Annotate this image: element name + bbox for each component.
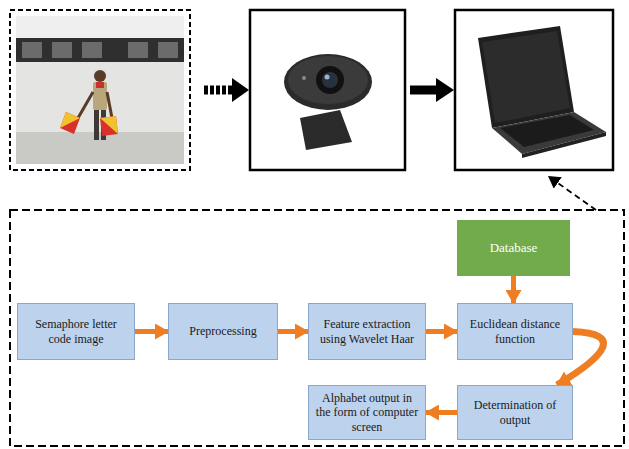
flow-connector xyxy=(278,329,308,334)
process-box: Feature extraction using Wavelet Haar xyxy=(308,303,426,360)
flow-arrow-head xyxy=(436,78,454,102)
laptop-illustration xyxy=(478,26,606,158)
process-region xyxy=(10,210,624,446)
webcam-illustration xyxy=(284,54,372,150)
box-label: Feature extraction using Wavelet Haar xyxy=(314,317,420,346)
text-group: Preprocessing xyxy=(189,324,256,338)
process-box: Alphabet output in the form of computer … xyxy=(308,385,426,440)
camera-frame xyxy=(250,10,405,170)
flow-connector xyxy=(426,410,457,415)
process-box: Preprocessing xyxy=(168,303,278,360)
flow-arrow xyxy=(410,86,436,95)
photo-illustration xyxy=(16,16,184,164)
photo-frame xyxy=(10,10,190,170)
region-pointer xyxy=(548,176,596,210)
database-box: Database xyxy=(457,220,570,276)
process-box: Semaphore letter code image xyxy=(17,303,135,360)
box-label: Euclidean distance function xyxy=(463,317,567,346)
flow-connector xyxy=(426,329,457,334)
box-label: Determination of output xyxy=(463,398,567,427)
text-group: Feature extraction using Wavelet Haar xyxy=(314,317,420,346)
text-group: Alphabet output in the form of computer … xyxy=(314,391,420,434)
flow-connector xyxy=(135,329,168,334)
text-group: Database xyxy=(490,240,538,256)
box-label: Database xyxy=(490,240,538,256)
text-group: Semaphore letter code image xyxy=(23,317,129,346)
process-box: Determination of output xyxy=(457,385,573,440)
text-group: Determination of output xyxy=(463,398,567,427)
flow-arrow xyxy=(204,86,232,95)
text-group: Euclidean distance function xyxy=(463,317,567,346)
flow-connector xyxy=(511,276,516,303)
laptop-frame xyxy=(455,10,613,170)
flow-arrow-head xyxy=(232,78,249,102)
box-label: Preprocessing xyxy=(189,324,256,338)
box-label: Semaphore letter code image xyxy=(23,317,129,346)
process-box: Euclidean distance function xyxy=(457,303,573,360)
box-label: Alphabet output in the form of computer … xyxy=(314,391,420,434)
